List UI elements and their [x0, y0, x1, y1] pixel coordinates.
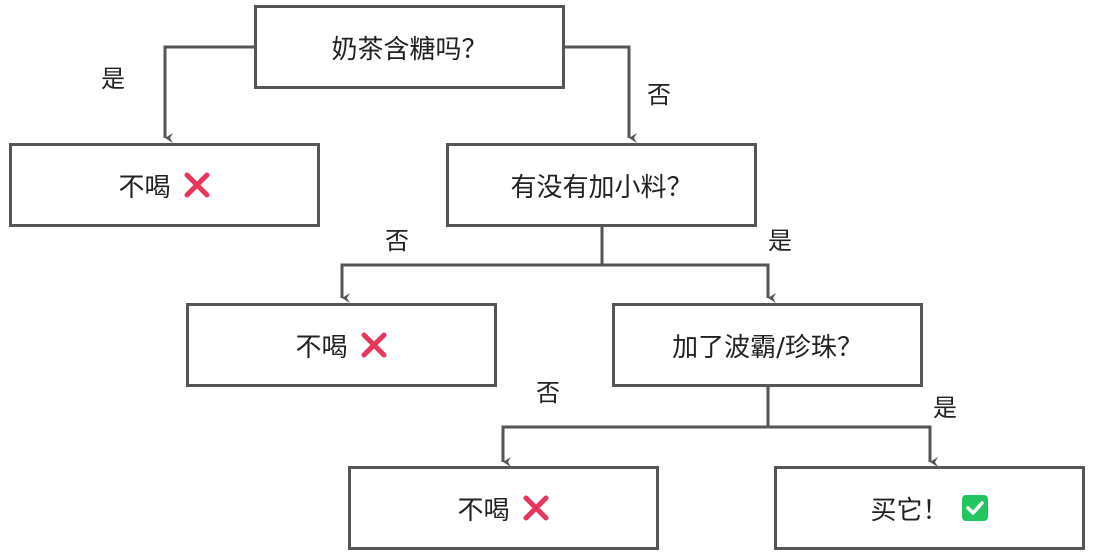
cross-mark-icon	[183, 171, 211, 199]
cross-mark-icon	[522, 494, 550, 522]
edge-q3-no	[501, 425, 768, 467]
check-mark-icon	[961, 494, 989, 522]
edge-label-q2-no: 否	[385, 227, 409, 255]
outcome-text: 买它！	[870, 495, 949, 526]
edge-label-q2-yes: 是	[768, 227, 792, 255]
outcome-text: 不喝	[295, 332, 348, 363]
edge-q1-yes	[163, 45, 254, 143]
edge-label-q3-no: 否	[536, 379, 560, 407]
decision-node-toppings-text: 有没有加小料？	[510, 172, 693, 203]
edge-q3-yes	[768, 425, 938, 467]
edge-label-q1-no: 否	[647, 81, 671, 109]
outcome-node-buy-it: 买它！	[774, 466, 1085, 550]
outcome-node-dont-drink-1: 不喝	[9, 143, 320, 227]
edge-label-q3-yes: 是	[933, 394, 957, 422]
decision-node-boba-text: 加了波霸/珍珠？	[672, 332, 863, 363]
decision-node-toppings: 有没有加小料？	[446, 143, 757, 227]
outcome-text: 不喝	[118, 172, 171, 203]
edge-q2-yes	[602, 263, 776, 303]
outcome-text: 不喝	[457, 495, 510, 526]
decision-node-sugar-text: 奶茶含糖吗？	[331, 34, 488, 65]
edge-q1-no	[565, 45, 637, 143]
decision-node-boba: 加了波霸/珍珠？	[612, 303, 923, 387]
outcome-node-dont-drink-3: 不喝	[348, 466, 659, 550]
edge-q2-no	[340, 263, 602, 303]
outcome-node-dont-drink-2: 不喝	[186, 303, 497, 387]
decision-node-sugar: 奶茶含糖吗？	[254, 5, 565, 89]
cross-mark-icon	[360, 331, 388, 359]
edge-label-q1-yes: 是	[101, 65, 125, 93]
